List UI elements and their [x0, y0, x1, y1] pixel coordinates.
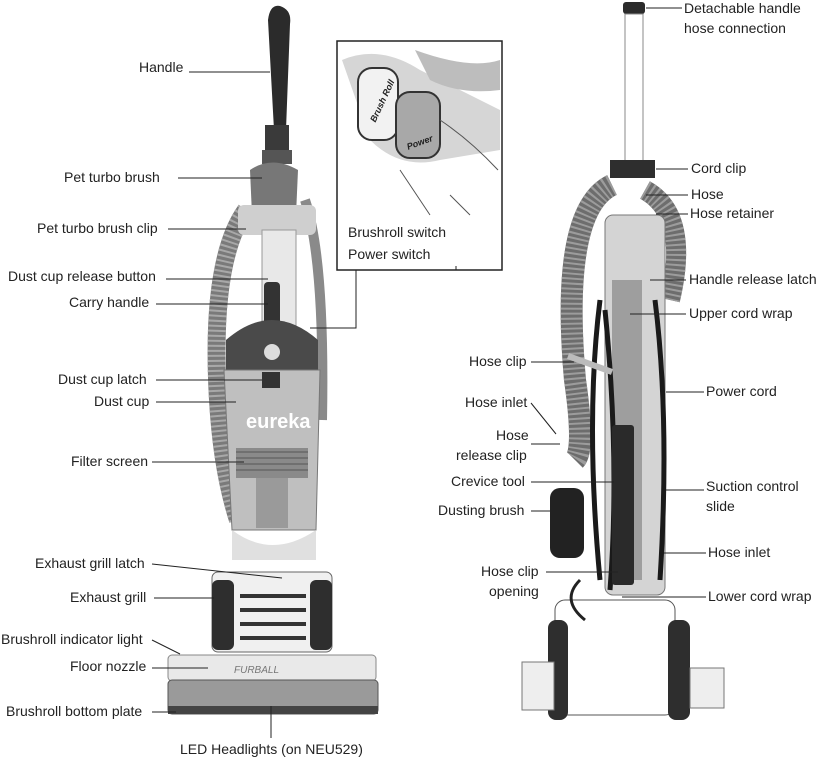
label-hose-inlet-left: Hose inlet — [465, 394, 527, 410]
label-dusting-brush: Dusting brush — [438, 502, 524, 518]
label-hose-clip-opening-line1: Hose clip — [481, 563, 539, 579]
label-hose-inlet-right: Hose inlet — [708, 544, 770, 560]
brand-logo-text: eureka — [246, 411, 311, 433]
front-body-shape — [238, 205, 316, 235]
detachable-handle-connection-shape — [623, 2, 645, 14]
label-lower-cord-wrap: Lower cord wrap — [708, 588, 812, 604]
logo-badge-shape — [264, 344, 280, 360]
label-hose-clip-opening-line2: opening — [489, 583, 539, 599]
label-pet-turbo-brush: Pet turbo brush — [64, 169, 160, 185]
switch-inset: Brush Roll Power Brushroll switch Power … — [310, 40, 503, 329]
label-cord-clip: Cord clip — [691, 160, 746, 176]
label-hose-retainer: Hose retainer — [690, 205, 774, 221]
label-power-cord: Power cord — [706, 383, 777, 399]
label-detachable-handle-hose-connection-line2: hose connection — [684, 20, 786, 36]
back-handle-tube — [624, 13, 644, 165]
label-dust-cup: Dust cup — [94, 393, 149, 409]
back-callouts: Detachable handle hose connection Cord c… — [438, 0, 817, 604]
label-detachable-handle-hose-connection-line1: Detachable handle — [684, 0, 801, 16]
inset-label-brushroll-switch: Brushroll switch — [348, 224, 446, 240]
label-handle: Handle — [139, 59, 184, 75]
inset-connector — [310, 270, 357, 329]
front-callouts: Handle Pet turbo brush Pet turbo brush c… — [1, 59, 363, 757]
handle-shape — [268, 5, 291, 130]
label-hose: Hose — [691, 186, 724, 202]
label-carry-handle: Carry handle — [69, 294, 149, 310]
label-brushroll-bottom-plate: Brushroll bottom plate — [6, 703, 142, 719]
label-suction-control-slide-line2: slide — [706, 498, 735, 514]
front-vacuum-illustration: eureka FURBALL — [167, 5, 379, 715]
back-vacuum-illustration — [521, 2, 725, 720]
label-hose-release-clip-line1: Hose — [496, 427, 529, 443]
label-floor-nozzle: Floor nozzle — [70, 658, 146, 674]
label-exhaust-grill-latch: Exhaust grill latch — [35, 555, 145, 571]
label-handle-release-latch: Handle release latch — [689, 271, 817, 287]
label-crevice-tool: Crevice tool — [451, 473, 525, 489]
inset-label-power-switch: Power switch — [348, 246, 430, 262]
label-filter-screen: Filter screen — [71, 453, 148, 469]
label-dust-cup-latch: Dust cup latch — [58, 371, 147, 387]
label-hose-release-clip-line2: release clip — [456, 447, 527, 463]
label-led-headlights: LED Headlights (on NEU529) — [180, 741, 363, 757]
nozzle-brand-text: FURBALL — [234, 665, 279, 676]
label-dust-cup-release-button: Dust cup release button — [8, 268, 156, 284]
label-hose-clip: Hose clip — [469, 353, 527, 369]
dusting-brush-shape — [550, 488, 584, 558]
label-suction-control-slide-line1: Suction control — [706, 478, 799, 494]
crevice-tool-shape — [612, 425, 634, 585]
label-exhaust-grill: Exhaust grill — [70, 589, 146, 605]
label-upper-cord-wrap: Upper cord wrap — [689, 305, 793, 321]
pet-turbo-brush-shape — [250, 162, 298, 215]
back-base-shape — [554, 599, 676, 716]
label-pet-turbo-brush-clip: Pet turbo brush clip — [37, 220, 158, 236]
power-button-shape — [395, 91, 441, 159]
filter-screen-shape — [236, 448, 308, 478]
label-brushroll-indicator-light: Brushroll indicator light — [1, 631, 143, 647]
